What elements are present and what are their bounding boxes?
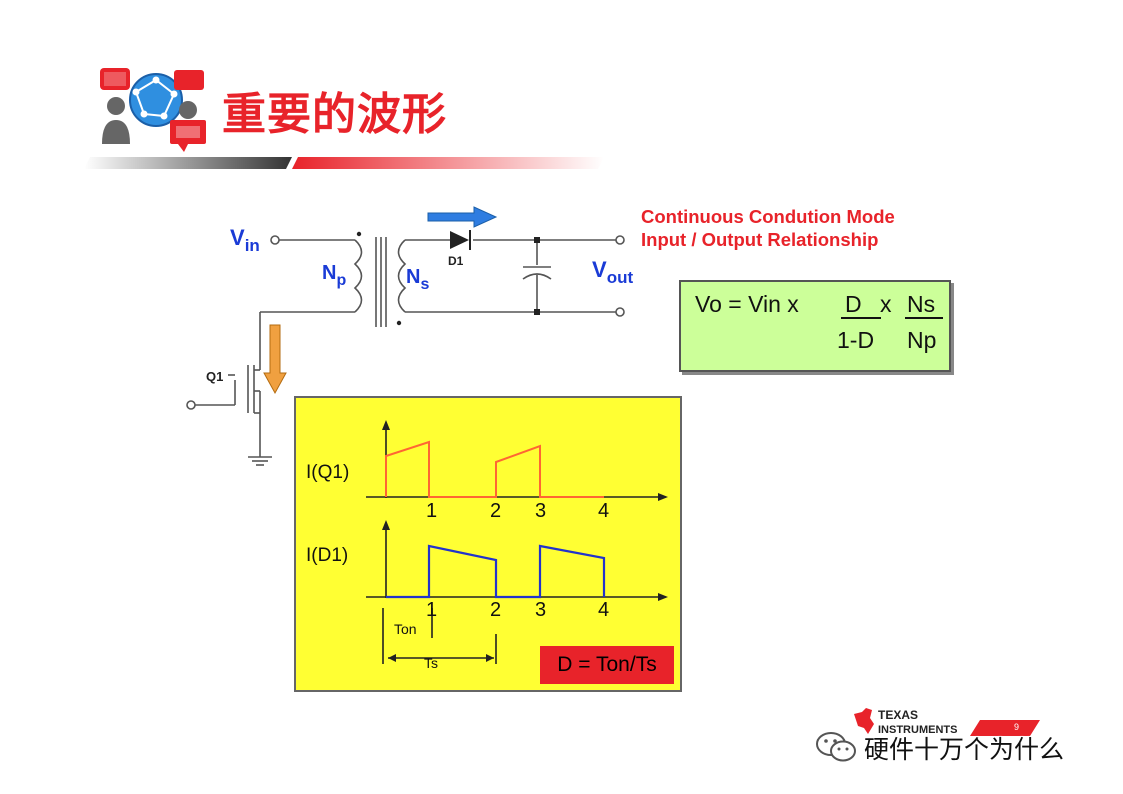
vout-label: V <box>592 257 607 282</box>
ts-label: Ts <box>424 655 438 671</box>
tick-bottom-4: 4 <box>598 599 609 621</box>
q1-label: Q1 <box>206 369 223 384</box>
vout-subscript: out <box>607 268 634 287</box>
wechat-account-name: 硬件十万个为什么 <box>864 735 1065 764</box>
transfer-formula: Vo = Vin x D x Ns 1-D Np <box>695 291 943 353</box>
svg-text:Ns: Ns <box>406 266 429 293</box>
formula-one-minus-d: 1-D <box>837 327 874 353</box>
ns-subscript: s <box>420 276 429 293</box>
page-title: 重要的波形 <box>222 89 447 140</box>
formula-np: Np <box>907 327 936 353</box>
ccm-line-2: Input / Output Relationship <box>641 229 879 250</box>
svg-text:Vout: Vout <box>592 257 633 287</box>
waveform-plot: I(Q1) I(D1) 1 2 3 4 1 2 3 4 Ton Ts <box>306 420 668 671</box>
formula-left: Vo = Vin x <box>695 291 799 317</box>
formula-box: Vo = Vin x D x Ns 1-D Np <box>679 280 951 372</box>
id1-label: I(D1) <box>306 545 348 566</box>
ns-label: N <box>406 266 420 288</box>
texas-instruments-logo: TEXAS INSTRUMENTS 9 <box>854 708 1040 736</box>
svg-text:Vin: Vin <box>230 225 260 255</box>
tick-top-1: 1 <box>426 500 437 522</box>
duty-cycle-label: D = Ton/Ts <box>540 646 674 684</box>
iq1-label: I(Q1) <box>306 462 349 483</box>
ti-line-2: INSTRUMENTS <box>878 724 957 736</box>
waveform-panel: I(Q1) I(D1) 1 2 3 4 1 2 3 4 Ton Ts D = T… <box>294 396 682 692</box>
ti-line-1: TEXAS <box>878 708 918 722</box>
flyback-circuit-diagram: Vin Np Ns D1 Vout Q1 <box>186 206 633 466</box>
formula-d: D <box>845 291 862 317</box>
np-subscript: p <box>336 272 346 289</box>
vin-subscript: in <box>245 236 260 255</box>
ton-label: Ton <box>394 621 417 637</box>
ccm-line-1: Continuous Condution Mode <box>641 206 895 227</box>
network-people-icon <box>100 68 206 152</box>
page-number: 9 <box>1014 722 1019 732</box>
tick-top-2: 2 <box>490 500 501 522</box>
tick-top-4: 4 <box>598 500 609 522</box>
ccm-heading: Continuous Condution Mode Input / Output… <box>641 205 895 251</box>
np-label: N <box>322 262 336 284</box>
wechat-watermark: 硬件十万个为什么 <box>812 728 1092 764</box>
vin-label: V <box>230 225 245 250</box>
formula-ns: Ns <box>907 291 935 317</box>
d1-label: D1 <box>448 254 464 268</box>
tick-top-3: 3 <box>535 500 546 522</box>
tick-bottom-1: 1 <box>426 599 437 621</box>
header-divider <box>84 157 604 169</box>
tick-bottom-3: 3 <box>535 599 546 621</box>
svg-text:Np: Np <box>322 262 346 289</box>
tick-bottom-2: 2 <box>490 599 501 621</box>
formula-times: x <box>880 291 892 317</box>
wechat-icon <box>816 732 856 762</box>
